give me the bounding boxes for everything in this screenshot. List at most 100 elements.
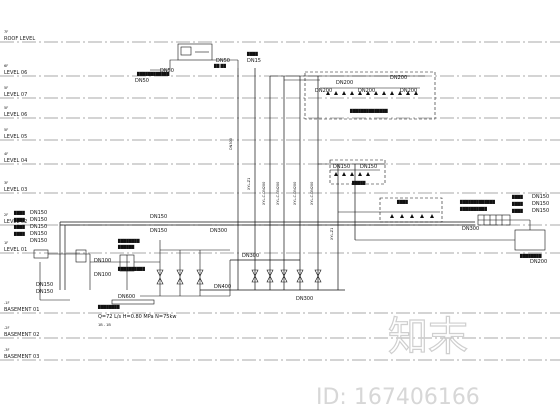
riser-label: XYL-Z1 [330, 228, 334, 240]
pipe-label: DN150 [532, 208, 549, 214]
annotation-text: ██████████████ [349, 108, 388, 113]
annotation-text: ██ ██ [213, 63, 226, 68]
pipe-label: DN150 [30, 217, 47, 223]
pipe-label: DN150 [532, 194, 549, 200]
level-num: 5F [4, 106, 8, 110]
annotation-text: ████ [13, 210, 25, 215]
level-name: LEVEL 04 [4, 158, 27, 164]
riser-label: XYL-C-DN200 [262, 182, 266, 205]
pipe-label: DN150 [30, 231, 47, 237]
pipe-label: DN150 [150, 214, 167, 220]
pipe-label: DN150 [30, 238, 47, 244]
left-equipment [33, 240, 231, 305]
riser-label: XYL-C-DN200 [293, 182, 297, 205]
pipe-label: DN200 [400, 88, 417, 94]
basement-header [200, 259, 345, 291]
sprinkler-heads-top [326, 91, 418, 95]
pipe-label: DN150 [360, 164, 377, 170]
pipe-label: DN300 [296, 296, 313, 302]
pipe-label: DN200 [358, 88, 375, 94]
annotation-text: █████ [351, 180, 366, 185]
annotation-text: █████████████ [459, 199, 495, 204]
valves-left [156, 269, 204, 285]
annotation-text: ██████████ [459, 206, 487, 211]
level-name: LEVEL 02 [4, 219, 27, 225]
valves-basement [251, 269, 322, 283]
pipe-label: DN300 [462, 226, 479, 232]
level-num: 4F [4, 152, 8, 156]
level-labels: 7F ROOF LEVEL 6F LEVEL 06 5F LEVEL 07 5F… [4, 30, 39, 360]
pipe-label: DN150 [36, 282, 53, 288]
pipe-label: DN300 [242, 253, 259, 259]
pipe-label: DN15 [247, 58, 261, 64]
level-name: LEVEL 05 [4, 134, 27, 140]
pump-note-2: 1B - 1B [98, 323, 111, 327]
sprinkler-heads-right [390, 214, 434, 218]
pipe-label: DN400 [214, 284, 231, 290]
level-num: 5F [4, 86, 8, 90]
annotation-text: ████ [13, 224, 25, 229]
level-num: -3F [4, 348, 10, 352]
right-group [338, 197, 546, 251]
annotation-text: ██████████ [117, 266, 145, 271]
level-num: 6F [4, 64, 8, 68]
pipe-label: DN300 [210, 228, 227, 234]
level-name: BASEMENT 03 [4, 354, 39, 360]
annotation-text: ████ [511, 208, 523, 213]
annotation-text: ████ [246, 51, 258, 56]
watermark-logo: 知末 [388, 314, 468, 360]
annotation-text: ████ [511, 194, 523, 199]
main-pipes-l2 [59, 221, 475, 290]
watermark-id: ID: 167406166 [316, 385, 480, 410]
pipe-label: DN150 [333, 164, 350, 170]
level-name: BASEMENT 02 [4, 332, 39, 338]
annotation-text: ████████████ [136, 71, 170, 76]
level-name: LEVEL 06 [4, 112, 27, 118]
pipe-label: DN100 [94, 272, 111, 278]
riser-label: XYL-C-DN200 [276, 182, 280, 205]
pipe-label: DN150 [30, 224, 47, 230]
pipe-label: DN50 [135, 78, 149, 84]
top-grid [270, 71, 436, 120]
pipe-label: DN200 [336, 80, 353, 86]
level-num: -1F [4, 301, 10, 305]
pipe-label: DN150 [36, 289, 53, 295]
annotation-text: ████ [13, 217, 25, 222]
annotation-text: ████ [13, 231, 25, 236]
pump-note: Q=72 L/s H=0.80 MPa N=75kw [98, 314, 176, 320]
sprinkler-heads-mid [334, 172, 370, 176]
pipe-label: DN150 [30, 210, 47, 216]
level-name: BASEMENT 01 [4, 307, 39, 313]
mid-grid [318, 159, 386, 185]
riser-label: XYL-C-DN200 [310, 182, 314, 205]
pipe-label: DN50 [160, 68, 174, 74]
level-num: 3F [4, 181, 8, 185]
annotation-text: ████ [511, 201, 523, 206]
annotation-text: ████████ [519, 253, 542, 258]
annotation-text: ████████ [117, 238, 140, 243]
level-num: -2F [4, 326, 10, 330]
annotation-text: ██████ [117, 244, 134, 249]
risers [237, 68, 356, 290]
pipe-label: DN150 [532, 201, 549, 207]
level-name: LEVEL 06 [4, 70, 27, 76]
level-name: ROOF LEVEL [4, 36, 35, 42]
level-num: 7F [4, 30, 8, 34]
pipe-label: DN200 [530, 259, 547, 265]
level-name: LEVEL 07 [4, 92, 27, 98]
riser-size: DN300 [229, 138, 233, 150]
riser-label: XYL-Z1 [247, 178, 251, 190]
pipe-label: DN100 [94, 258, 111, 264]
annotation-text: ████ [396, 199, 408, 204]
level-num: 1F [4, 241, 8, 245]
level-name: LEVEL 03 [4, 187, 27, 193]
level-num: 5F [4, 128, 8, 132]
pipe-label: DN200 [390, 75, 407, 81]
pipe-label: DN150 [150, 228, 167, 234]
pipe-label: DN200 [315, 88, 332, 94]
level-name: LEVEL 01 [4, 247, 27, 253]
watermark: 知末 ID: 167406166 [316, 313, 480, 410]
pipe-label: DN600 [118, 294, 135, 300]
annotation-text: ████████ [97, 304, 120, 309]
